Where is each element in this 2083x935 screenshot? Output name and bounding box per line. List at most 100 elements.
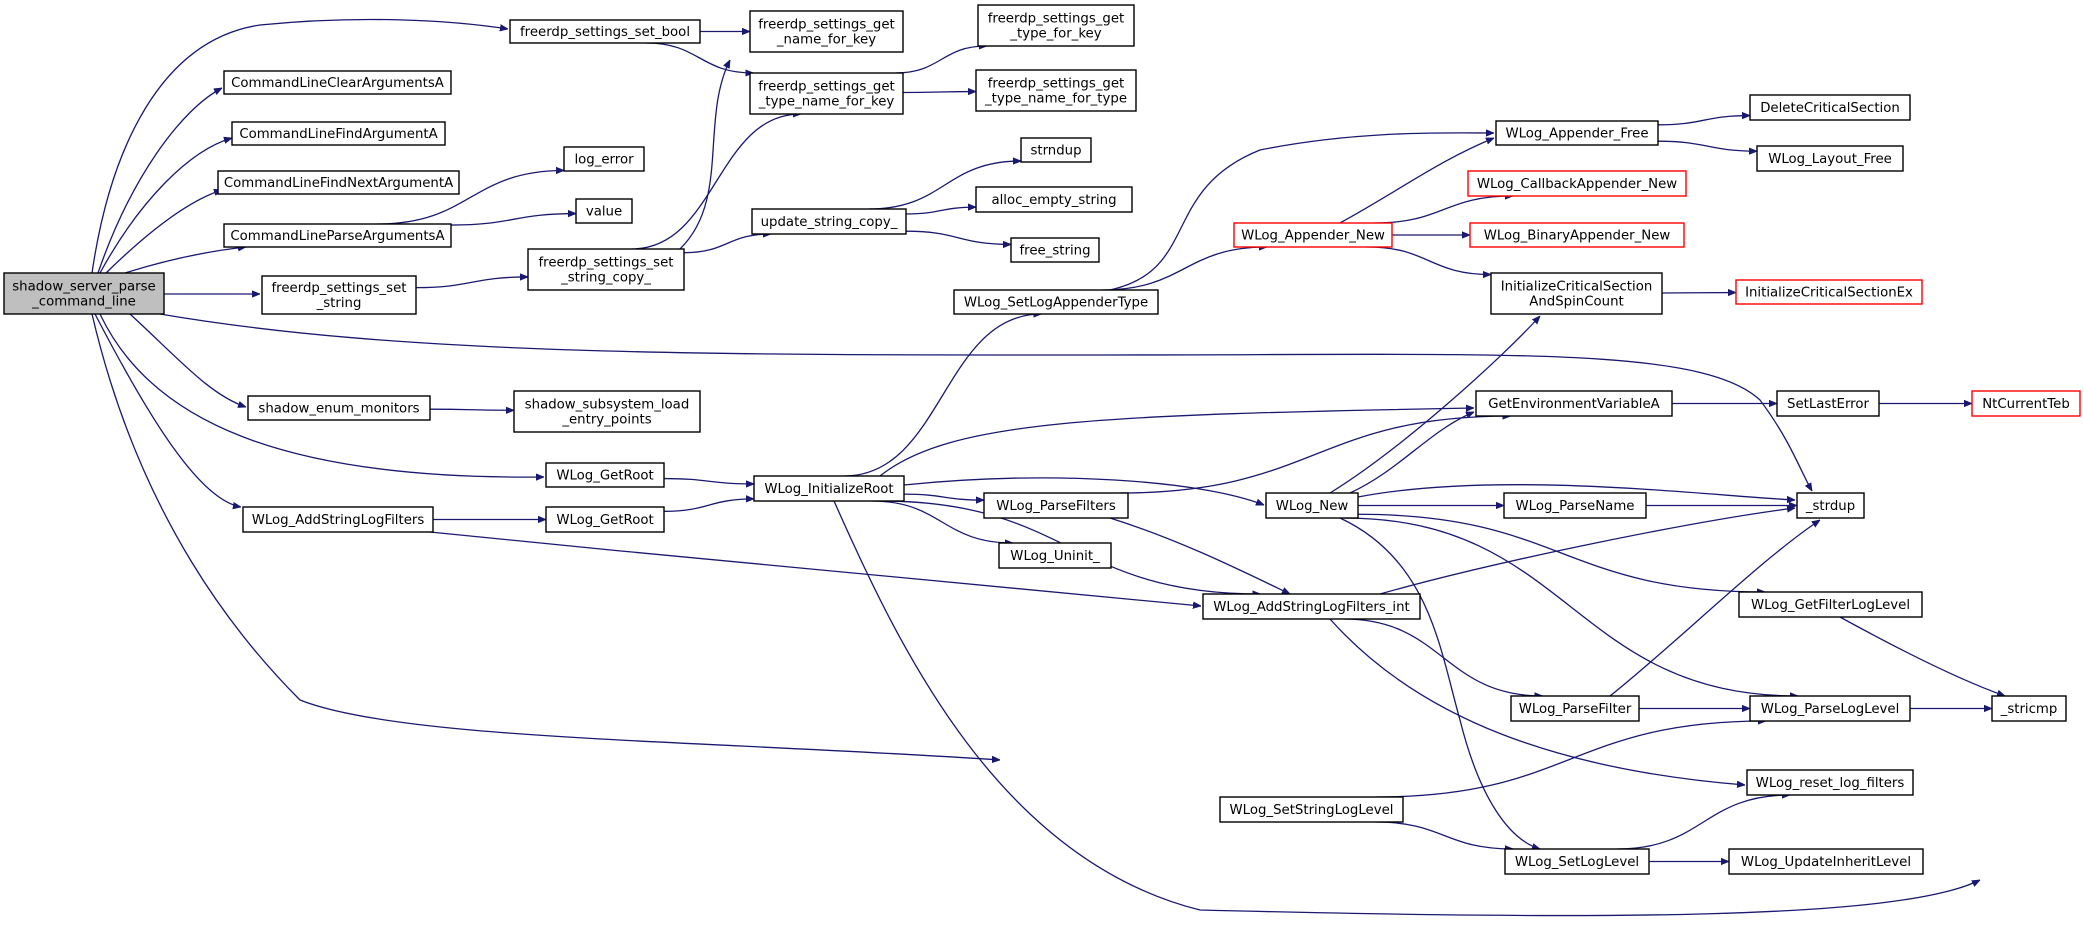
edge-initialize_root-to-uninit [871, 500, 1013, 543]
node-add-string-log-filters[interactable]: WLog_AddStringLogFilters [242, 506, 434, 533]
node-appender-new[interactable]: WLog_Appender_New [1233, 222, 1393, 248]
edge-root-to-cl_findnext [105, 190, 222, 274]
node-label: freerdp_settings_get [988, 77, 1125, 92]
node-get-name-for-key[interactable]: freerdp_settings_get_name_for_key [749, 10, 904, 53]
node-log-error[interactable]: log_error [563, 146, 645, 172]
node-cl-clear[interactable]: CommandLineClearArgumentsA [223, 70, 452, 95]
edge-wlog_new-to-get_env_var [1349, 411, 1474, 494]
edge-set_string_log_level-to-parse_log_level [1375, 721, 1766, 798]
node-label: shadow_subsystem_load [525, 398, 690, 413]
node-box [1495, 120, 1659, 146]
edge-get_type_name_for_key-to-get_type_for_key [895, 46, 987, 74]
edge-set_string_copy-to-get_name_for_key [679, 60, 731, 250]
node-add-string-log-filters-int[interactable]: WLog_AddStringLogFilters_int [1202, 593, 1421, 620]
edge-update_string_copy-to-strndup [868, 161, 1021, 210]
node-cl-find[interactable]: CommandLineFindArgumentA [231, 121, 446, 146]
node-label: freerdp_settings_set [539, 256, 674, 271]
node-label: WLog_AddStringLogFilters_int [1213, 600, 1410, 615]
node-enum-monitors[interactable]: shadow_enum_monitors [247, 395, 431, 421]
node-parse-filter[interactable]: WLog_ParseFilter [1510, 695, 1640, 722]
node-delete-cs[interactable]: DeleteCriticalSection [1749, 94, 1911, 121]
node-strndup[interactable]: strndup [1020, 137, 1092, 163]
node-label: AndSpinCount [1529, 295, 1623, 310]
node-uninit[interactable]: WLog_Uninit_ [998, 542, 1112, 569]
edge-set_log_appender_type-to-appender_free [1109, 133, 1494, 291]
node-label: WLog_ParseFilter [1519, 702, 1632, 717]
node-cl-findnext[interactable]: CommandLineFindNextArgumentA [217, 170, 460, 195]
node-strdup[interactable]: _strdup [1796, 492, 1865, 519]
edge-root-to-set_string_log_level [91, 313, 1000, 760]
node-alloc-empty-string[interactable]: alloc_empty_string [975, 186, 1133, 213]
node-box [527, 248, 685, 291]
node-get-root-2[interactable]: WLog_GetRoot [545, 506, 665, 533]
node-label: WLog_CallbackAppender_New [1477, 177, 1677, 192]
node-set-string-log-level[interactable]: WLog_SetStringLogLevel [1219, 796, 1404, 823]
node-box [242, 506, 434, 533]
node-label: freerdp_settings_get [758, 80, 895, 95]
node-get-type-for-key[interactable]: freerdp_settings_get_type_for_key [977, 4, 1135, 47]
node-label: WLog_New [1276, 499, 1349, 514]
node-parse-name[interactable]: WLog_ParseName [1503, 492, 1647, 519]
node-layout-free[interactable]: WLog_Layout_Free [1756, 145, 1904, 172]
node-appender-free[interactable]: WLog_Appender_Free [1495, 120, 1659, 146]
node-set-string[interactable]: freerdp_settings_set_string [261, 275, 417, 315]
node-cl-parse[interactable]: CommandLineParseArgumentsA [223, 223, 452, 248]
node-label: value [586, 205, 622, 220]
node-label: InitializeCriticalSectionEx [1745, 286, 1913, 301]
node-box [261, 275, 417, 315]
node-label: alloc_empty_string [991, 193, 1116, 208]
node-label: WLog_Layout_Free [1768, 152, 1892, 167]
node-parse-log-level[interactable]: WLog_ParseLogLevel [1749, 695, 1911, 722]
node-set-bool[interactable]: freerdp_settings_set_bool [509, 19, 701, 44]
node-get-root-1[interactable]: WLog_GetRoot [545, 462, 665, 488]
node-stricmp[interactable]: _stricmp [1991, 695, 2067, 722]
node-box [1010, 237, 1100, 263]
node-wlog-new[interactable]: WLog_New [1265, 492, 1359, 519]
node-nt-current-teb[interactable]: NtCurrentTeb [1971, 390, 2081, 417]
node-subsys-load[interactable]: shadow_subsystem_load_entry_points [513, 390, 701, 433]
node-box [1020, 137, 1092, 163]
node-update-string-copy[interactable]: update_string_copy_ [751, 208, 907, 235]
node-label: _string_copy_ [560, 271, 651, 286]
node-box [1991, 695, 2067, 722]
node-update-inherit-level[interactable]: WLog_UpdateInheritLevel [1728, 848, 1924, 875]
edge-add_string_log_filters_int-to-parse_filter [1343, 618, 1543, 696]
node-parse-filters[interactable]: WLog_ParseFilters [983, 492, 1129, 519]
node-label: freerdp_settings_get [988, 12, 1125, 27]
node-box [1796, 492, 1865, 519]
node-label: WLog_SetStringLogLevel [1230, 803, 1394, 818]
node-get-filter-log-level[interactable]: WLog_GetFilterLogLevel [1738, 591, 1923, 618]
edge-add_string_log_filters_int-to-strdup [1379, 508, 1795, 595]
nodes-layer: shadow_server_parse_command_line freerdp_… [3, 4, 2081, 875]
edge-root-to-get_root_1 [99, 313, 544, 477]
node-binary-appender-new[interactable]: WLog_BinaryAppender_New [1469, 222, 1685, 248]
node-label: WLog_BinaryAppender_New [1484, 229, 1671, 244]
node-get-env-var[interactable]: GetEnvironmentVariableA [1475, 390, 1673, 417]
node-label: _command_line [31, 295, 136, 310]
node-callback-appender-new[interactable]: WLog_CallbackAppender_New [1467, 170, 1687, 197]
node-label: WLog_AddStringLogFilters [252, 513, 425, 528]
node-label: WLog_GetRoot [556, 513, 653, 528]
node-label: WLog_ParseFilters [996, 499, 1116, 514]
node-free-string[interactable]: free_string [1010, 237, 1100, 263]
node-root[interactable]: shadow_server_parse_command_line [3, 272, 165, 315]
node-value[interactable]: value [575, 198, 633, 224]
node-box [1475, 390, 1673, 417]
node-init-cs-ex[interactable]: InitializeCriticalSectionEx [1735, 279, 1923, 305]
node-reset-log-filters[interactable]: WLog_reset_log_filters [1746, 769, 1914, 796]
edge-get_type_name_for_key-to-get_type_name_for_type [902, 92, 976, 93]
node-set-log-appender-type[interactable]: WLog_SetLogAppenderType [953, 289, 1159, 315]
node-set-string-copy[interactable]: freerdp_settings_set_string_copy_ [527, 248, 685, 291]
node-get-type-name-for-key[interactable]: freerdp_settings_get_type_name_for_key [749, 72, 904, 115]
node-box [753, 475, 905, 502]
node-initialize-root[interactable]: WLog_InitializeRoot [753, 475, 905, 502]
node-box [977, 4, 1135, 47]
node-set-last-error[interactable]: SetLastError [1776, 390, 1880, 417]
node-label: _stricmp [2000, 702, 2058, 717]
node-set-log-level[interactable]: WLog_SetLogLevel [1504, 848, 1650, 875]
node-box [1233, 222, 1393, 248]
edge-parse_filters-to-get_env_var [1119, 416, 1510, 494]
edge-wlog_new-to-init_cs_spin [1329, 316, 1540, 494]
node-get-type-name-for-type[interactable]: freerdp_settings_get_type_name_for_type [975, 69, 1137, 112]
